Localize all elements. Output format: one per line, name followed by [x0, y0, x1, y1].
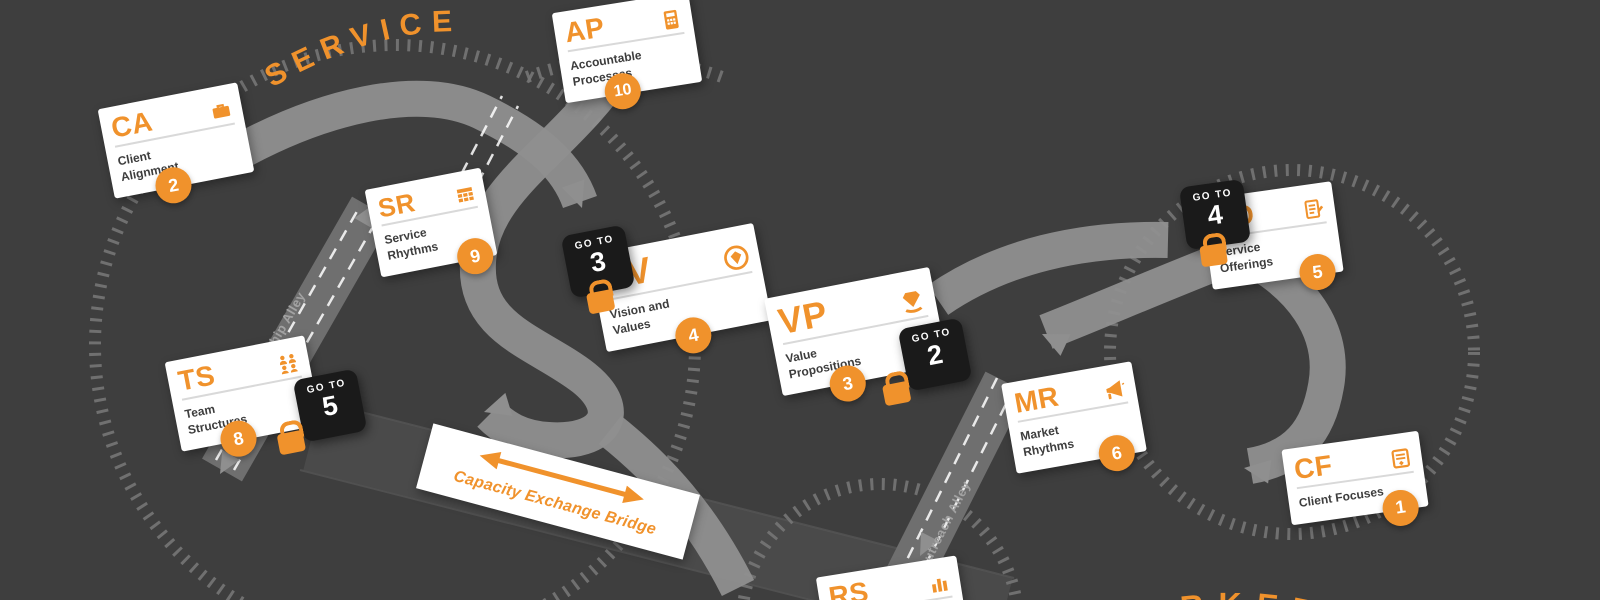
card-header: VP — [774, 276, 929, 346]
svg-text:MARKET: MARKET — [1098, 586, 1330, 600]
card-service-rhythms[interactable]: SR Service Rhythms 9 — [364, 167, 498, 278]
card-client-alignment[interactable]: CA Client Alignment 2 — [97, 82, 255, 207]
megaphone-icon — [1102, 377, 1127, 402]
card-header: SR — [375, 177, 479, 227]
district-label-market: MARKET — [1098, 586, 1316, 600]
road-arrows — [220, 179, 1272, 556]
clipboard-icon — [1301, 197, 1326, 222]
goto-badge-3: GO TO 3 — [560, 224, 636, 315]
chart-icon — [927, 571, 952, 596]
capacity-exchange-bridge-banner: Capacity Exchange Bridge — [416, 423, 700, 560]
card-code: TS — [175, 359, 218, 397]
card-header: CF — [1292, 440, 1414, 490]
goto-badge-2: GO TO 2 — [881, 317, 973, 407]
card-code: MR — [1011, 380, 1062, 419]
card-market-rhythms[interactable]: MR Market Rhythms 6 — [1001, 361, 1147, 475]
goto-badge-5: GO TO 5 — [276, 368, 368, 456]
card-team-structures[interactable]: TS Team Structures 8 — [164, 335, 322, 460]
card-code: AP — [562, 11, 607, 49]
card-code: CF — [1292, 449, 1335, 486]
card-label: Client Focuses — [1297, 484, 1385, 510]
card-label: Market Rhythms — [1019, 422, 1075, 459]
goto-badge-4: GO TO 4 — [1178, 178, 1252, 268]
card-rs[interactable]: RS — [815, 555, 971, 600]
card-header: CA — [108, 92, 236, 148]
card-code: VP — [774, 292, 831, 343]
card-vision-and-values[interactable]: VV Vision and Values 4 — [588, 222, 772, 357]
document-icon — [1388, 446, 1413, 471]
card-code: RS — [826, 575, 871, 600]
card-header: VV — [599, 232, 753, 302]
card-header: AP — [562, 1, 685, 53]
team-icon — [275, 351, 301, 377]
card-service-offerings[interactable]: SO Service Offerings 5 — [1200, 181, 1344, 293]
card-client-focuses[interactable]: CF Client Focuses 1 — [1281, 430, 1429, 528]
card-header: MR — [1011, 370, 1129, 423]
spreadsheet-icon — [454, 183, 477, 206]
card-code: CA — [108, 105, 156, 144]
card-code: SR — [375, 186, 418, 224]
padlock-icon — [1199, 242, 1228, 268]
diamond-hand-icon — [897, 286, 927, 316]
card-header: SO — [1211, 190, 1327, 239]
double-arrow-icon — [477, 447, 646, 508]
card-header: TS — [175, 345, 303, 401]
card-value-propositions[interactable]: VP Value Propositions 3 — [764, 266, 948, 405]
card-accountable-processes[interactable]: AP Accountable Processes 10 — [551, 0, 703, 112]
card-header: RS — [826, 564, 953, 600]
calculator-icon — [659, 7, 684, 32]
briefcase-icon — [208, 98, 234, 124]
gem-icon — [721, 242, 751, 272]
